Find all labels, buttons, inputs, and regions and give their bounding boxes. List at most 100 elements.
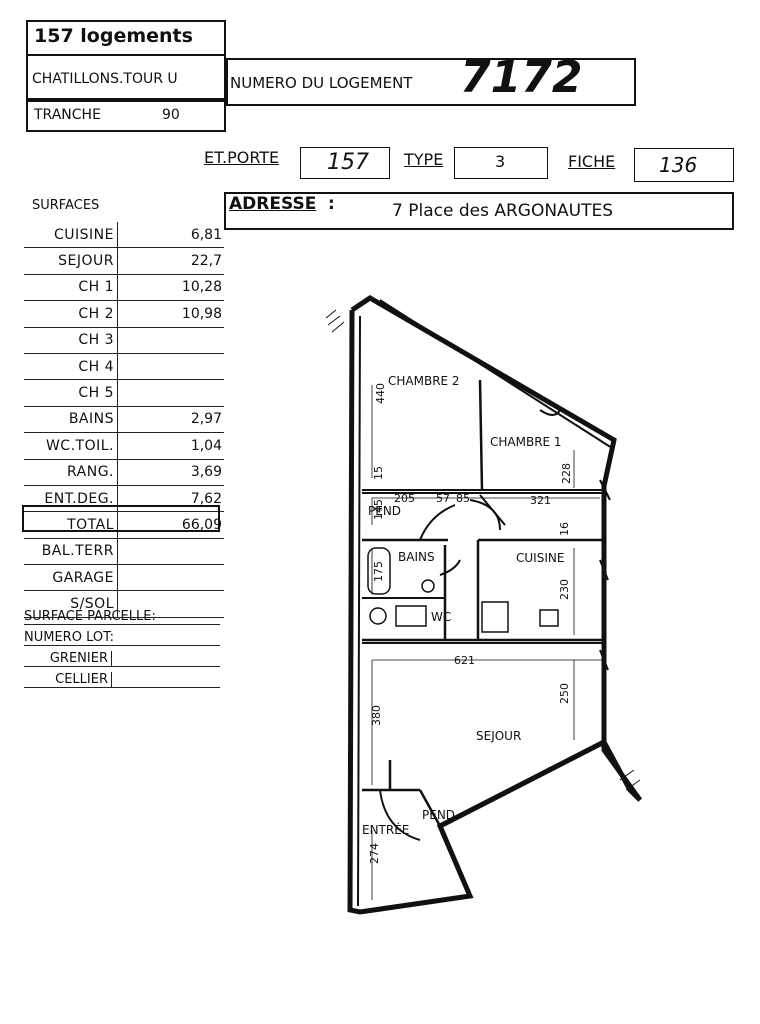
surface-value — [117, 590, 224, 618]
dim-250: 250 — [558, 683, 571, 704]
surface-label: BAL.TERR — [24, 538, 118, 566]
surface-value: 10,28 — [117, 274, 224, 302]
total-box — [22, 505, 220, 532]
surface-label: BAINS — [24, 406, 118, 434]
room-chambre2: CHAMBRE 2 — [388, 374, 460, 388]
fiche-value: 136 — [659, 153, 698, 177]
grenier-row: GRENIER — [24, 651, 220, 667]
numero-label: NUMERO DU LOGEMENT — [230, 74, 413, 92]
surface-row: ENT.DEG.7,62 — [24, 485, 224, 513]
label-pend1: PEND — [368, 504, 401, 518]
porte-label: ET.PORTE — [204, 148, 280, 167]
tranche-label: TRANCHE — [34, 107, 101, 123]
surface-value: 66,09 — [117, 511, 224, 539]
numero-lot-label: NUMERO LOT: — [24, 630, 114, 645]
surface-value — [117, 379, 224, 407]
adresse-box: ADRESSE : 7 Place des ARGONAUTES — [224, 192, 734, 230]
surface-label: S/SOL — [24, 590, 118, 618]
cellier-label: CELLIER — [24, 672, 112, 687]
room-entree: ENTRÉE — [362, 822, 409, 837]
surface-label: CUISINE — [24, 222, 118, 249]
room-sejour: SEJOUR — [476, 729, 521, 743]
room-cuisine: CUISINE — [516, 551, 564, 565]
surface-value — [117, 353, 224, 381]
tranche-box: TRANCHE 90 — [26, 100, 226, 132]
adresse-colon: : — [328, 194, 335, 214]
label-pend2: PEND — [422, 808, 455, 822]
dim-145: 145 — [372, 499, 385, 520]
surface-value — [117, 327, 224, 354]
dim-621: 621 — [454, 654, 475, 667]
fiche-label: FICHE — [568, 152, 616, 171]
surface-value: 1,04 — [117, 432, 224, 460]
surface-label: GARAGE — [24, 564, 118, 592]
type-box: 3 — [454, 147, 548, 179]
surface-value — [117, 538, 224, 566]
numero-box: NUMERO DU LOGEMENT 7172 — [226, 52, 636, 106]
surface-label: SEJOUR — [24, 247, 118, 275]
surface-row: CH 5 — [24, 379, 224, 407]
surface-value: 2,97 — [117, 406, 224, 434]
surface-label: WC.TOIL. — [24, 432, 118, 460]
dim-205: 205 — [394, 492, 415, 505]
surface-label: TOTAL — [24, 511, 118, 539]
room-wc: WC — [431, 610, 451, 624]
surface-parcelle: SURFACE PARCELLE: — [24, 609, 220, 625]
surface-row: CH 4 — [24, 353, 224, 381]
surface-row: CH 3 — [24, 327, 224, 354]
surface-label: RANG. — [24, 459, 118, 486]
numero-value: 7172 — [460, 52, 583, 103]
dim-380: 380 — [370, 705, 383, 726]
dim-85: 85 — [456, 492, 470, 505]
surface-label: CH 4 — [24, 353, 118, 381]
numero-lot: NUMERO LOT: — [24, 630, 220, 646]
surface-row: WC.TOIL.1,04 — [24, 432, 224, 460]
surface-row: S/SOL — [24, 590, 224, 618]
site-name: CHATILLONS.TOUR U — [32, 71, 178, 87]
tranche-value: 90 — [162, 107, 180, 123]
dim-16: 16 — [558, 522, 571, 536]
logements-box: 157 logements — [26, 20, 226, 56]
surface-value: 7,62 — [117, 485, 224, 513]
surface-label: CH 2 — [24, 300, 118, 328]
room-chambre1: CHAMBRE 1 — [490, 435, 562, 449]
grenier-label: GRENIER — [24, 651, 112, 666]
adresse-value: 7 Place des ARGONAUTES — [392, 201, 614, 221]
surface-label: CH 5 — [24, 379, 118, 407]
fiche-box: 136 — [634, 148, 734, 182]
adresse-label: ADRESSE — [229, 194, 317, 214]
dim-228: 228 — [560, 463, 573, 484]
surface-label: CH 1 — [24, 274, 118, 302]
surface-value: 3,69 — [117, 459, 224, 486]
dim-57: 57 — [436, 492, 450, 505]
dim-440: 440 — [374, 383, 387, 404]
surface-parcelle-label: SURFACE PARCELLE: — [24, 609, 156, 624]
surface-value: 6,81 — [117, 222, 224, 249]
surface-value: 22,7 — [117, 247, 224, 275]
type-label: TYPE — [404, 150, 444, 169]
room-bains: BAINS — [398, 550, 435, 564]
type-value: 3 — [495, 152, 506, 171]
dim-321: 321 — [530, 494, 551, 507]
surface-label: ENT.DEG. — [24, 485, 118, 513]
porte-value: 157 — [327, 150, 369, 175]
dim-274: 274 — [368, 843, 381, 864]
dim-15: 15 — [372, 466, 385, 480]
logements-count: 157 logements — [34, 25, 193, 47]
surface-value: 10,98 — [117, 300, 224, 328]
surfaces-title: SURFACES — [32, 198, 100, 213]
surface-row: RANG.3,69 — [24, 459, 224, 486]
dim-175: 175 — [372, 561, 385, 582]
cellier-row: CELLIER — [24, 672, 220, 688]
surface-row: GARAGE — [24, 564, 224, 592]
surface-value — [117, 564, 224, 592]
surface-label: CH 3 — [24, 327, 118, 354]
